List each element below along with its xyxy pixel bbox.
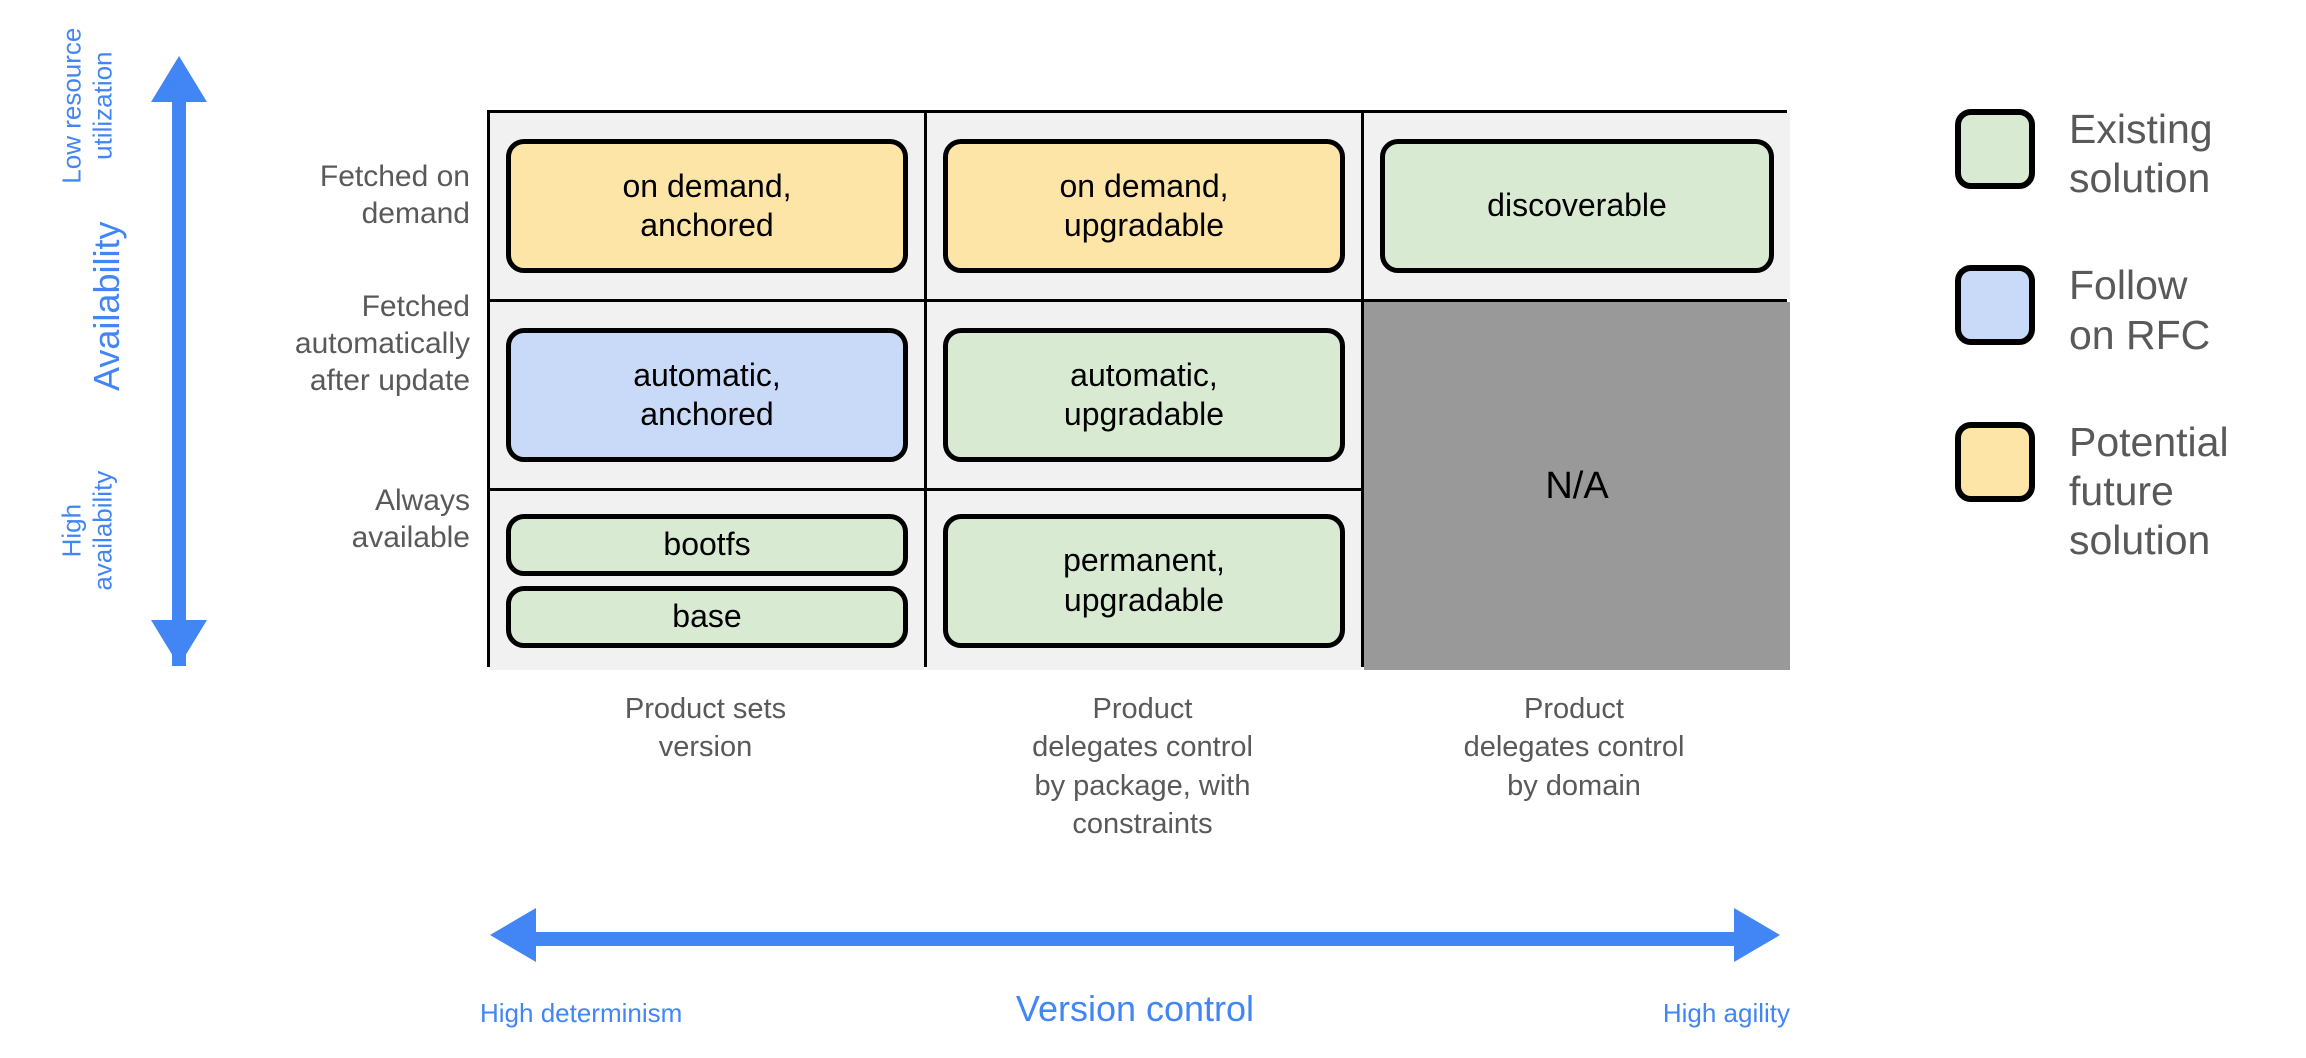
chip-automatic-anchored[interactable]: automatic, anchored <box>506 328 908 462</box>
arrow-down-icon <box>151 620 207 666</box>
arrow-right-icon <box>1734 908 1780 962</box>
row-header-always-available: Always available <box>351 484 470 555</box>
legend-label-existing-solution: Existing solution <box>2069 106 2213 202</box>
chip-on-demand-upgradable[interactable]: on demand, upgradable <box>943 139 1345 273</box>
vertical-axis-top-label: Low resource utilization <box>56 27 117 184</box>
legend: Existing solution Follow on RFC Potentia… <box>1955 105 2295 623</box>
legend-swatch-yellow-icon <box>1955 421 2035 502</box>
horizontal-axis: High determinism Version control High ag… <box>470 908 1800 1050</box>
legend-swatch-blue-icon <box>1955 265 2035 346</box>
column-footer-product-sets-version: Product sets version <box>624 693 787 764</box>
vertical-axis-bottom-label: High availability <box>56 470 117 591</box>
horizontal-axis-right-label: High agility <box>1662 998 1790 1028</box>
horizontal-axis-arrow-line <box>532 932 1738 946</box>
legend-label-follow-on-rfc: Follow on RFC <box>2069 262 2211 358</box>
legend-item-existing-solution: Existing solution <box>1955 105 2295 203</box>
arrow-up-icon <box>151 56 207 102</box>
matrix-cell-na-block: N/A <box>1364 302 1790 670</box>
row-header-fetched-automatically: Fetched automatically after update <box>294 290 470 398</box>
matrix-cell-r3c2: permanent, upgradable <box>927 491 1361 670</box>
horizontal-axis-left-label: High determinism <box>480 998 683 1028</box>
chip-on-demand-anchored[interactable]: on demand, anchored <box>506 139 908 273</box>
column-footer-delegates-by-domain: Product delegates control by domain <box>1463 693 1685 802</box>
column-footer-delegates-by-package: Product delegates control by package, wi… <box>1032 693 1253 840</box>
na-label: N/A <box>1545 464 1609 507</box>
vertical-axis: Low resource utilization Availability Hi… <box>0 0 230 700</box>
row-header-fetched-on-demand: Fetched on demand <box>319 160 470 231</box>
matrix-cell-r2c2: automatic, upgradable <box>927 302 1361 488</box>
legend-label-potential-future-solution: Potential future solution <box>2069 418 2229 564</box>
matrix-grid: on demand, anchored on demand, upgradabl… <box>487 110 1790 670</box>
matrix-cell-r1c1: on demand, anchored <box>490 113 924 299</box>
vertical-axis-arrow-line <box>172 96 186 666</box>
row-header-group: Fetched on demand Fetched automatically … <box>230 110 480 667</box>
column-footer-group: Product sets version Product delegates c… <box>487 690 1787 843</box>
legend-item-potential-future-solution: Potential future solution <box>1955 418 2295 566</box>
horizontal-axis-title: Version control <box>1015 988 1255 1029</box>
legend-item-follow-on-rfc: Follow on RFC <box>1955 261 2295 359</box>
matrix-cell-r3c1: bootfs base <box>490 491 924 670</box>
matrix-cell-r2c1: automatic, anchored <box>490 302 924 488</box>
matrix-cell-r1c2: on demand, upgradable <box>927 113 1361 299</box>
chip-automatic-upgradable[interactable]: automatic, upgradable <box>943 328 1345 462</box>
legend-swatch-green-icon <box>1955 109 2035 189</box>
matrix-cell-r1c3: discoverable <box>1364 113 1790 299</box>
chip-bootfs[interactable]: bootfs <box>506 513 908 576</box>
vertical-axis-title: Availability <box>85 221 127 391</box>
chip-base[interactable]: base <box>506 585 908 648</box>
arrow-left-icon <box>490 908 536 962</box>
chip-permanent-upgradable[interactable]: permanent, upgradable <box>943 513 1345 648</box>
chip-discoverable[interactable]: discoverable <box>1380 139 1774 273</box>
